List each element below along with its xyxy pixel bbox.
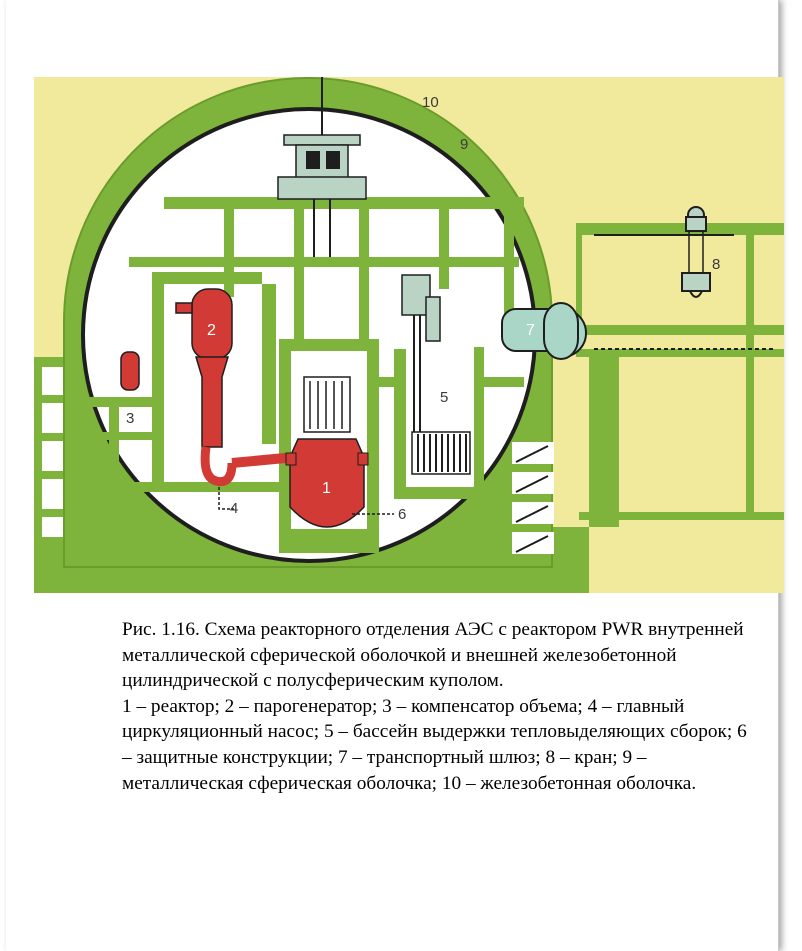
steam-generator — [175, 288, 297, 487]
label-6: 6 — [398, 506, 406, 523]
label-1: 1 — [322, 480, 331, 497]
crane — [681, 206, 711, 298]
leader-line-4 — [218, 487, 234, 510]
label-7: 7 — [526, 322, 535, 339]
caption-title: Рис. 1.16. Схема реакторного отделения А… — [122, 619, 744, 692]
caption-legend: 1 – реактор; 2 – парогенератор; 3 – комп… — [122, 695, 747, 794]
label-8: 8 — [712, 256, 720, 273]
reactor-vessel — [285, 376, 369, 528]
label-3: 3 — [126, 410, 134, 427]
refuelling-machine — [277, 77, 367, 257]
inner-concrete-structures — [84, 197, 524, 553]
fuel-rack — [411, 431, 471, 475]
right-auxiliary-building — [576, 206, 784, 527]
figure-caption: Рис. 1.16. Схема реакторного отделения А… — [122, 617, 752, 796]
slide-page: 10 9 8 7 6 5 4 3 2 1 Рис. 1.16. Схема ре… — [6, 0, 784, 951]
pressurizer — [120, 351, 140, 391]
label-10: 10 — [422, 94, 439, 111]
diagram-canvas: 10 9 8 7 6 5 4 3 2 1 — [34, 77, 784, 593]
reactor-building-diagram: 10 9 8 7 6 5 4 3 2 1 — [34, 77, 784, 593]
label-5: 5 — [440, 389, 448, 406]
label-9: 9 — [460, 136, 468, 153]
label-4: 4 — [230, 500, 238, 517]
staircase — [512, 442, 554, 554]
label-2: 2 — [207, 322, 216, 339]
transport-airlock — [501, 302, 587, 360]
